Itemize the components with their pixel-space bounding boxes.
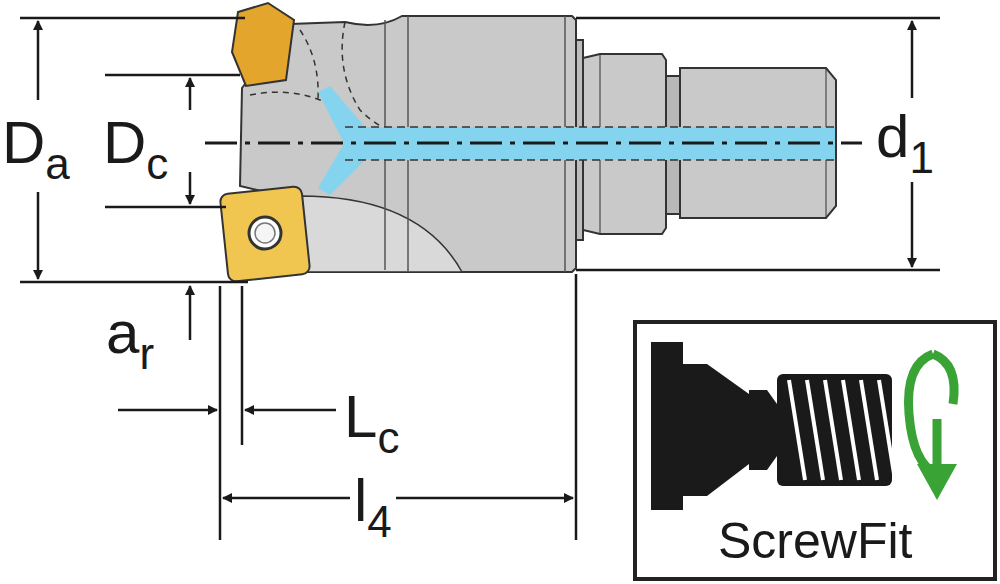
symbol-letter: l: [354, 467, 367, 534]
dimension-arrow: [189, 78, 192, 110]
hidden-line: [345, 126, 835, 128]
symbol-letter: d: [876, 103, 909, 170]
coolant-channel: [318, 86, 835, 195]
dimension-label: ar: [106, 300, 154, 371]
extension-line: [241, 286, 244, 445]
thread-line: [861, 380, 877, 480]
dimension-label: Dc: [103, 110, 168, 181]
dimension-label: d1: [876, 104, 934, 175]
insert-screw: [249, 217, 281, 249]
extension-line: [576, 269, 940, 272]
dimension-arrow: [118, 409, 217, 412]
symbol-subscript: a: [45, 139, 69, 188]
screw-cone: [683, 364, 749, 496]
hidden-line: [345, 159, 835, 161]
thread-line: [879, 380, 895, 480]
feature-box: ScrewFit: [633, 320, 997, 581]
screw-head: [651, 342, 683, 510]
extension-line: [105, 74, 240, 77]
symbol-letter: D: [103, 109, 146, 176]
rotation-arrow: [909, 354, 938, 474]
insert-bottom: [220, 186, 311, 282]
extension-line: [20, 17, 245, 20]
symbol-letter: a: [106, 299, 139, 366]
extension-line: [105, 206, 226, 209]
inserts: [220, 3, 311, 282]
pocket-hidden: [300, 30, 318, 100]
symbol-subscript: c: [146, 139, 168, 188]
extension-line: [219, 286, 222, 540]
dimension-label: Da: [2, 110, 70, 181]
coolant-branch: [318, 86, 365, 145]
dimension-arrow: [911, 182, 914, 267]
symbol-subscript: 1: [909, 133, 933, 182]
dimension-arrow: [189, 286, 192, 340]
insert-top: [232, 3, 294, 86]
extension-line: [20, 281, 248, 284]
dimension-arrow: [911, 21, 914, 98]
dimension-arrow: [37, 21, 40, 100]
thread-line: [789, 380, 805, 480]
thread-line: [825, 380, 841, 480]
screwfit-icon: [637, 324, 993, 511]
symbol-letter: L: [344, 383, 377, 450]
dimension-label: Lc: [344, 384, 399, 455]
thread-line: [843, 380, 859, 480]
symbol-letter: D: [2, 109, 45, 176]
dimension-arrow: [245, 409, 336, 412]
extension-line: [576, 17, 940, 20]
dimension-lines: [20, 18, 940, 540]
dimension-label: l4: [350, 468, 396, 539]
symbol-subscript: 4: [367, 497, 391, 546]
insert-screw: [255, 223, 275, 243]
center-line: [205, 142, 862, 145]
screw-thread: [777, 374, 892, 486]
dimension-arrow: [189, 172, 192, 204]
screw-neck: [749, 390, 777, 470]
rotation-arrow: [933, 354, 954, 404]
dimension-arrow: [37, 192, 40, 279]
dimension-arrow: [398, 497, 573, 500]
extension-line: [575, 274, 578, 540]
symbol-subscript: r: [139, 329, 154, 378]
thread-line: [807, 380, 823, 480]
symbol-subscript: c: [377, 413, 399, 462]
flute-hidden: [342, 22, 455, 137]
feature-name: ScrewFit: [718, 513, 912, 569]
flute-lower: [300, 196, 462, 272]
rotation-arrowhead: [917, 464, 957, 500]
coolant-branch: [318, 142, 365, 195]
